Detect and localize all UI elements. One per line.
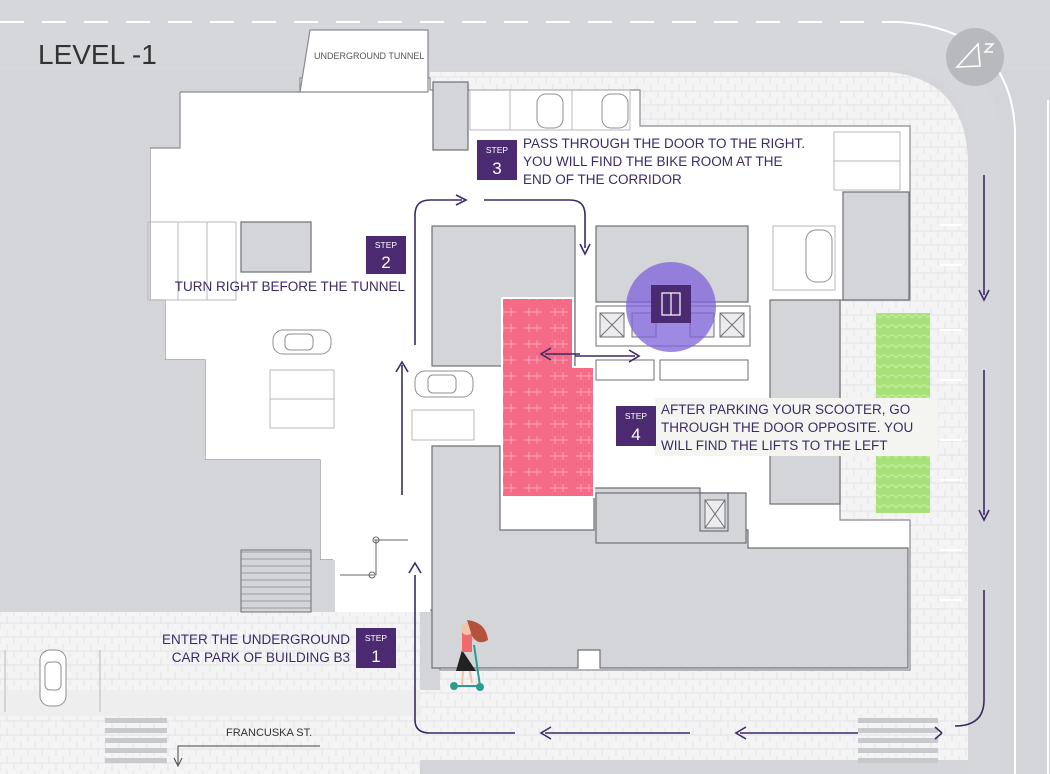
step-4-text-line-3: WILL FIND THE LIFTS TO THE LEFT [661, 438, 888, 453]
parked-cars [39, 93, 833, 707]
scooter-rider-icon [450, 620, 488, 691]
step-1: STEP 1 ENTER THE UNDERGROUND CAR PARK OF… [162, 628, 396, 668]
right-road [905, 70, 1000, 774]
bike-room [501, 297, 595, 498]
step-4-badge [616, 406, 656, 446]
step-3-badge [477, 140, 517, 180]
step-3-text-line-1: PASS THROUGH THE DOOR TO THE RIGHT. [523, 136, 805, 151]
step-4-word: STEP [625, 411, 648, 421]
step-2-word: STEP [375, 240, 398, 250]
step-4-number: 4 [631, 425, 640, 444]
step-1-text-line-2: CAR PARK OF BUILDING B3 [172, 650, 350, 665]
route-path [395, 175, 990, 740]
step-3-word: STEP [486, 145, 509, 155]
curb-ticks [940, 224, 962, 601]
street-label: FRANCUSKA ST. [226, 727, 312, 739]
step-1-badge [356, 628, 396, 668]
step-4: STEP 4 AFTER PARKING YOUR SCOOTER, GO TH… [616, 398, 938, 456]
step-4-text-line-1: AFTER PARKING YOUR SCOOTER, GO [661, 402, 910, 417]
step-3-number: 3 [492, 159, 501, 178]
building-blocks [0, 80, 910, 669]
step-2-number: 2 [381, 253, 390, 272]
level-title: LEVEL -1 [38, 39, 157, 70]
parking-bays [4, 89, 901, 712]
step-1-text-line-1: ENTER THE UNDERGROUND [162, 632, 350, 647]
crosswalks [105, 718, 938, 763]
lift-area [595, 262, 751, 529]
step-1-word: STEP [365, 633, 388, 643]
stairs [240, 549, 312, 613]
corridor-rooms [595, 359, 749, 381]
step-3-text-line-2: YOU WILL FIND THE BIKE ROOM AT THE [523, 154, 783, 169]
compass-north-icon [946, 28, 1004, 86]
step-1-number: 1 [371, 647, 380, 666]
step-3: STEP 3 PASS THROUGH THE DOOR TO THE RIGH… [477, 136, 805, 187]
gate-icon [340, 536, 408, 579]
step-3-text-line-3: END OF THE CORRIDOR [523, 172, 682, 187]
step-2-text-line-1: TURN RIGHT BEFORE THE TUNNEL [175, 279, 406, 294]
step-4-text-line-2: THROUGH THE DOOR OPPOSITE. YOU [661, 420, 913, 435]
step-4-text-panel [655, 398, 938, 456]
footpath-edge [0, 690, 420, 716]
step-2: STEP 2 TURN RIGHT BEFORE THE TUNNEL [175, 236, 406, 294]
street-pointer [177, 745, 320, 764]
step-2-badge [366, 236, 406, 274]
tunnel-label: UNDERGROUND TUNNEL [314, 51, 424, 61]
